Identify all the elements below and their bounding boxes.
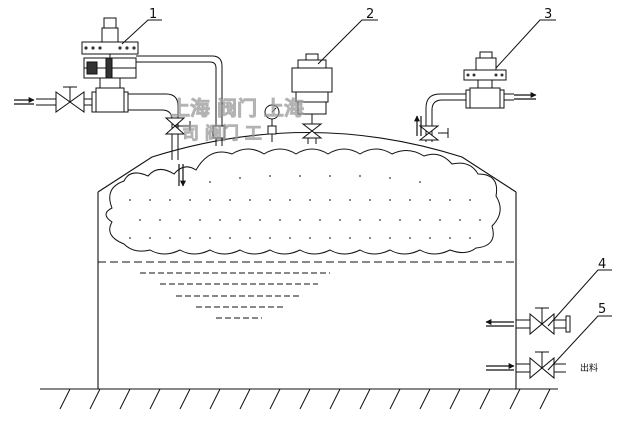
callout-4: 4 xyxy=(598,257,606,272)
relief-valve xyxy=(418,51,514,142)
liquid-level xyxy=(98,261,516,319)
outlet-valve-5 xyxy=(516,351,566,380)
nitrogen-supply-valve xyxy=(36,17,226,160)
callout-5: 5 xyxy=(598,302,606,317)
gas-into-tank-arrow xyxy=(178,164,186,187)
ground xyxy=(40,388,558,410)
vent-outlet-arrow xyxy=(514,92,537,100)
callout-2: 2 xyxy=(366,7,374,22)
outlet-label: 出料 xyxy=(580,362,598,374)
side-valve-4 xyxy=(516,307,571,336)
inlet-arrow-4 xyxy=(485,319,514,327)
callout-3: 3 xyxy=(544,7,552,22)
watermark-line-2: 司 阀门 工 xyxy=(182,123,262,144)
callout-1: 1 xyxy=(149,7,157,22)
storage-tank xyxy=(97,131,517,389)
vapor-space xyxy=(105,148,501,255)
watermark-line-1: 上海 阀门 上海 xyxy=(170,96,304,120)
breather-valve xyxy=(264,53,333,144)
gas-out-tank-arrow xyxy=(414,115,422,136)
nitrogen-inlet-arrow xyxy=(14,97,35,105)
callout-leaders xyxy=(121,19,612,371)
outlet-arrow-5 xyxy=(486,363,515,371)
